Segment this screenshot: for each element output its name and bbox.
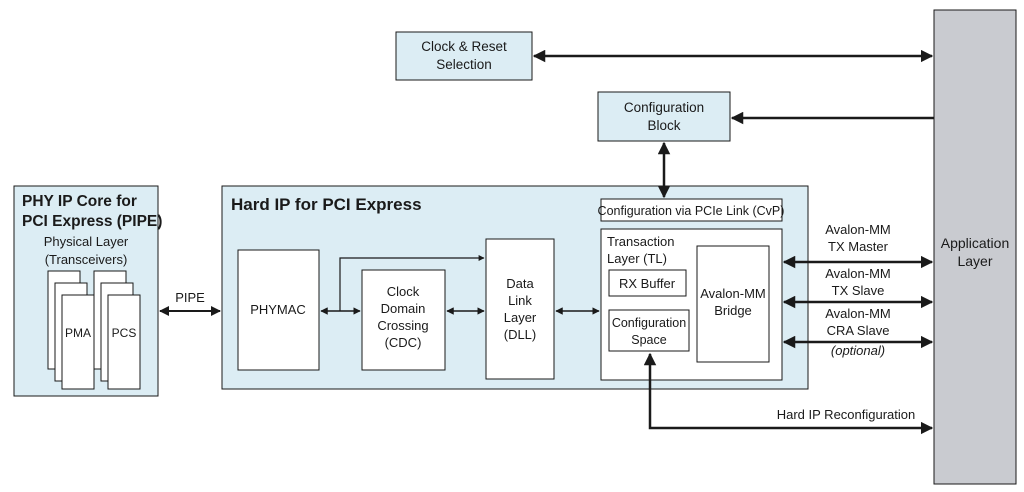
tx-slave-label: Avalon-MM [825,266,891,281]
dll-label: Data [506,276,534,291]
cra-slave-label-2: CRA Slave [827,323,890,338]
configuration-space-label: Configuration [612,316,686,330]
application-layer-label-2: Layer [957,253,992,269]
phymac-box [237,249,320,371]
cdc-box [361,269,446,371]
phy-core-subtitle-2: (Transceivers) [45,252,128,267]
cdc-label-3: Crossing [377,318,428,333]
cdc-label-2: Domain [381,301,426,316]
configuration-block-label-2: Block [647,118,680,133]
cdc-label-4: (CDC) [385,335,422,350]
rx-buffer-box [608,269,687,297]
clock-reset-label-2: Selection [436,57,492,72]
rx-buffer-label: RX Buffer [619,276,676,291]
avalon-mm-bridge-label-2: Bridge [714,303,752,318]
phy-core-subtitle: Physical Layer [44,234,129,249]
application-layer-label: Application [941,235,1010,251]
pipe-label: PIPE [175,290,205,305]
pcs-label: PCS [112,326,137,340]
phy-core-title-2: PCI Express (PIPE) [22,213,162,230]
cdc-label: Clock [387,284,420,299]
hard-ip-title: Hard IP for PCI Express [231,195,422,214]
clock-reset-label: Clock & Reset [421,39,507,54]
dll-label-4: (DLL) [504,327,537,342]
pma-label: PMA [65,326,91,340]
pma-box [61,294,95,390]
transaction-layer-label: Transaction [607,234,674,249]
dll-label-3: Layer [504,310,537,325]
avalon-mm-bridge-label: Avalon-MM [700,286,766,301]
tx-slave-label-2: TX Slave [832,283,885,298]
cvp-label: Configuration via PCIe Link (CvP) [598,204,785,218]
tx-master-label-2: TX Master [828,239,889,254]
application-layer-bar [933,9,1017,485]
hard-ip-reconfig-arrow [643,352,934,435]
phy-core-title: PHY IP Core for [22,193,137,210]
clock-reset-selection-box [395,31,533,81]
avalon-mm-bridge-box [696,245,770,363]
dll-box [485,238,555,380]
cra-optional-label: (optional) [831,343,885,358]
cvp-box [600,198,783,222]
hard-ip-reconfig-label: Hard IP Reconfiguration [777,407,916,422]
dll-label-2: Link [508,293,532,308]
tx-master-label: Avalon-MM [825,222,891,237]
transaction-layer-label-2: Layer (TL) [607,251,667,266]
configuration-block-label: Configuration [624,100,704,115]
configuration-space-box [608,309,690,352]
phymac-label: PHYMAC [250,302,306,317]
configuration-space-label-2: Space [631,333,666,347]
configuration-block-box [597,91,731,142]
phymac-dll-bypass-arrow [339,255,485,311]
cra-slave-label: Avalon-MM [825,306,891,321]
pcs-box [107,294,141,390]
